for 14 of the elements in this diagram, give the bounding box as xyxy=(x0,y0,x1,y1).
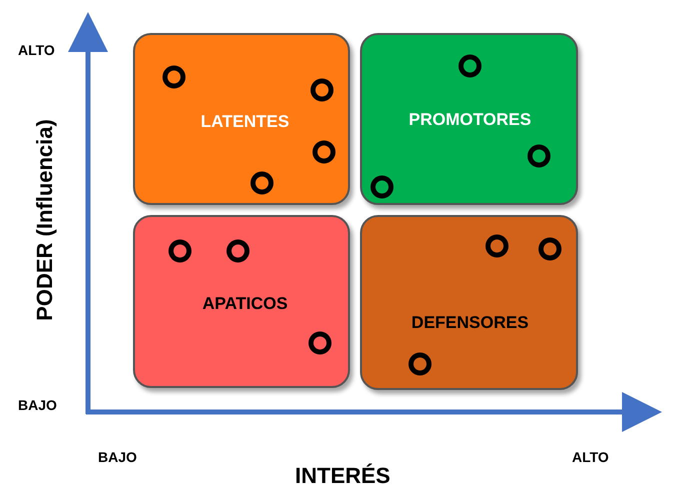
axis-tick-label: BAJO xyxy=(98,449,137,465)
axis-tick-label: BAJO xyxy=(18,397,57,413)
quadrant-label: LATENTES xyxy=(200,112,290,132)
axis-tick-label: ALTO xyxy=(572,449,609,465)
quadrant-box xyxy=(133,215,350,388)
quadrant-box xyxy=(360,215,578,390)
axis-title: PODER (Influencia) xyxy=(32,119,58,321)
quadrant-box xyxy=(133,33,350,205)
quadrant-label: DEFENSORES xyxy=(411,313,529,333)
quadrant-label: PROMOTORES xyxy=(408,110,532,130)
quadrant-box xyxy=(360,33,578,205)
axis-title: INTERÉS xyxy=(295,463,390,489)
quadrant-label: APATICOS xyxy=(202,294,288,314)
axis-tick-label: ALTO xyxy=(18,42,55,58)
